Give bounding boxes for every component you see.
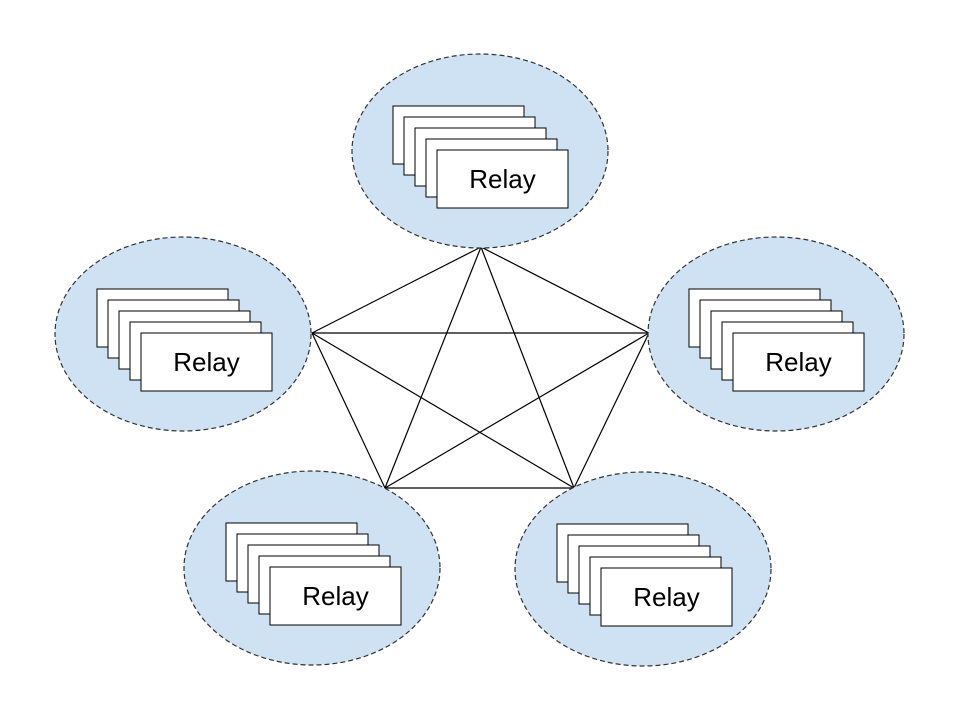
relay-cluster-right: Relay	[647, 236, 905, 432]
connection-line-top-bottom-left	[384, 246, 482, 489]
relay-label: Relay	[173, 347, 239, 377]
relay-label: Relay	[302, 581, 368, 611]
relay-card-front	[732, 332, 865, 392]
mesh-connections	[311, 246, 650, 489]
relay-card-front	[600, 567, 733, 627]
relay-cluster-bottom-left: Relay	[183, 470, 441, 666]
relay-cluster-top: Relay	[351, 53, 609, 249]
relay-card-front	[269, 566, 402, 626]
relay-card-front	[436, 149, 569, 209]
relay-label: Relay	[469, 164, 535, 194]
relay-cluster-left: Relay	[54, 236, 312, 432]
relay-cluster-bottom-right: Relay	[514, 471, 772, 667]
connection-line-left-bottom-left	[311, 332, 386, 489]
relay-label: Relay	[765, 347, 831, 377]
connection-line-top-bottom-right	[480, 246, 575, 489]
relay-label: Relay	[633, 582, 699, 612]
relay-card-front	[140, 332, 273, 392]
connection-line-right-bottom-right	[573, 332, 650, 489]
connection-line-top-right	[480, 246, 650, 334]
connection-line-left-bottom-right	[311, 332, 575, 489]
connection-line-top-left	[311, 246, 482, 334]
connection-line-right-bottom-left	[384, 332, 650, 489]
